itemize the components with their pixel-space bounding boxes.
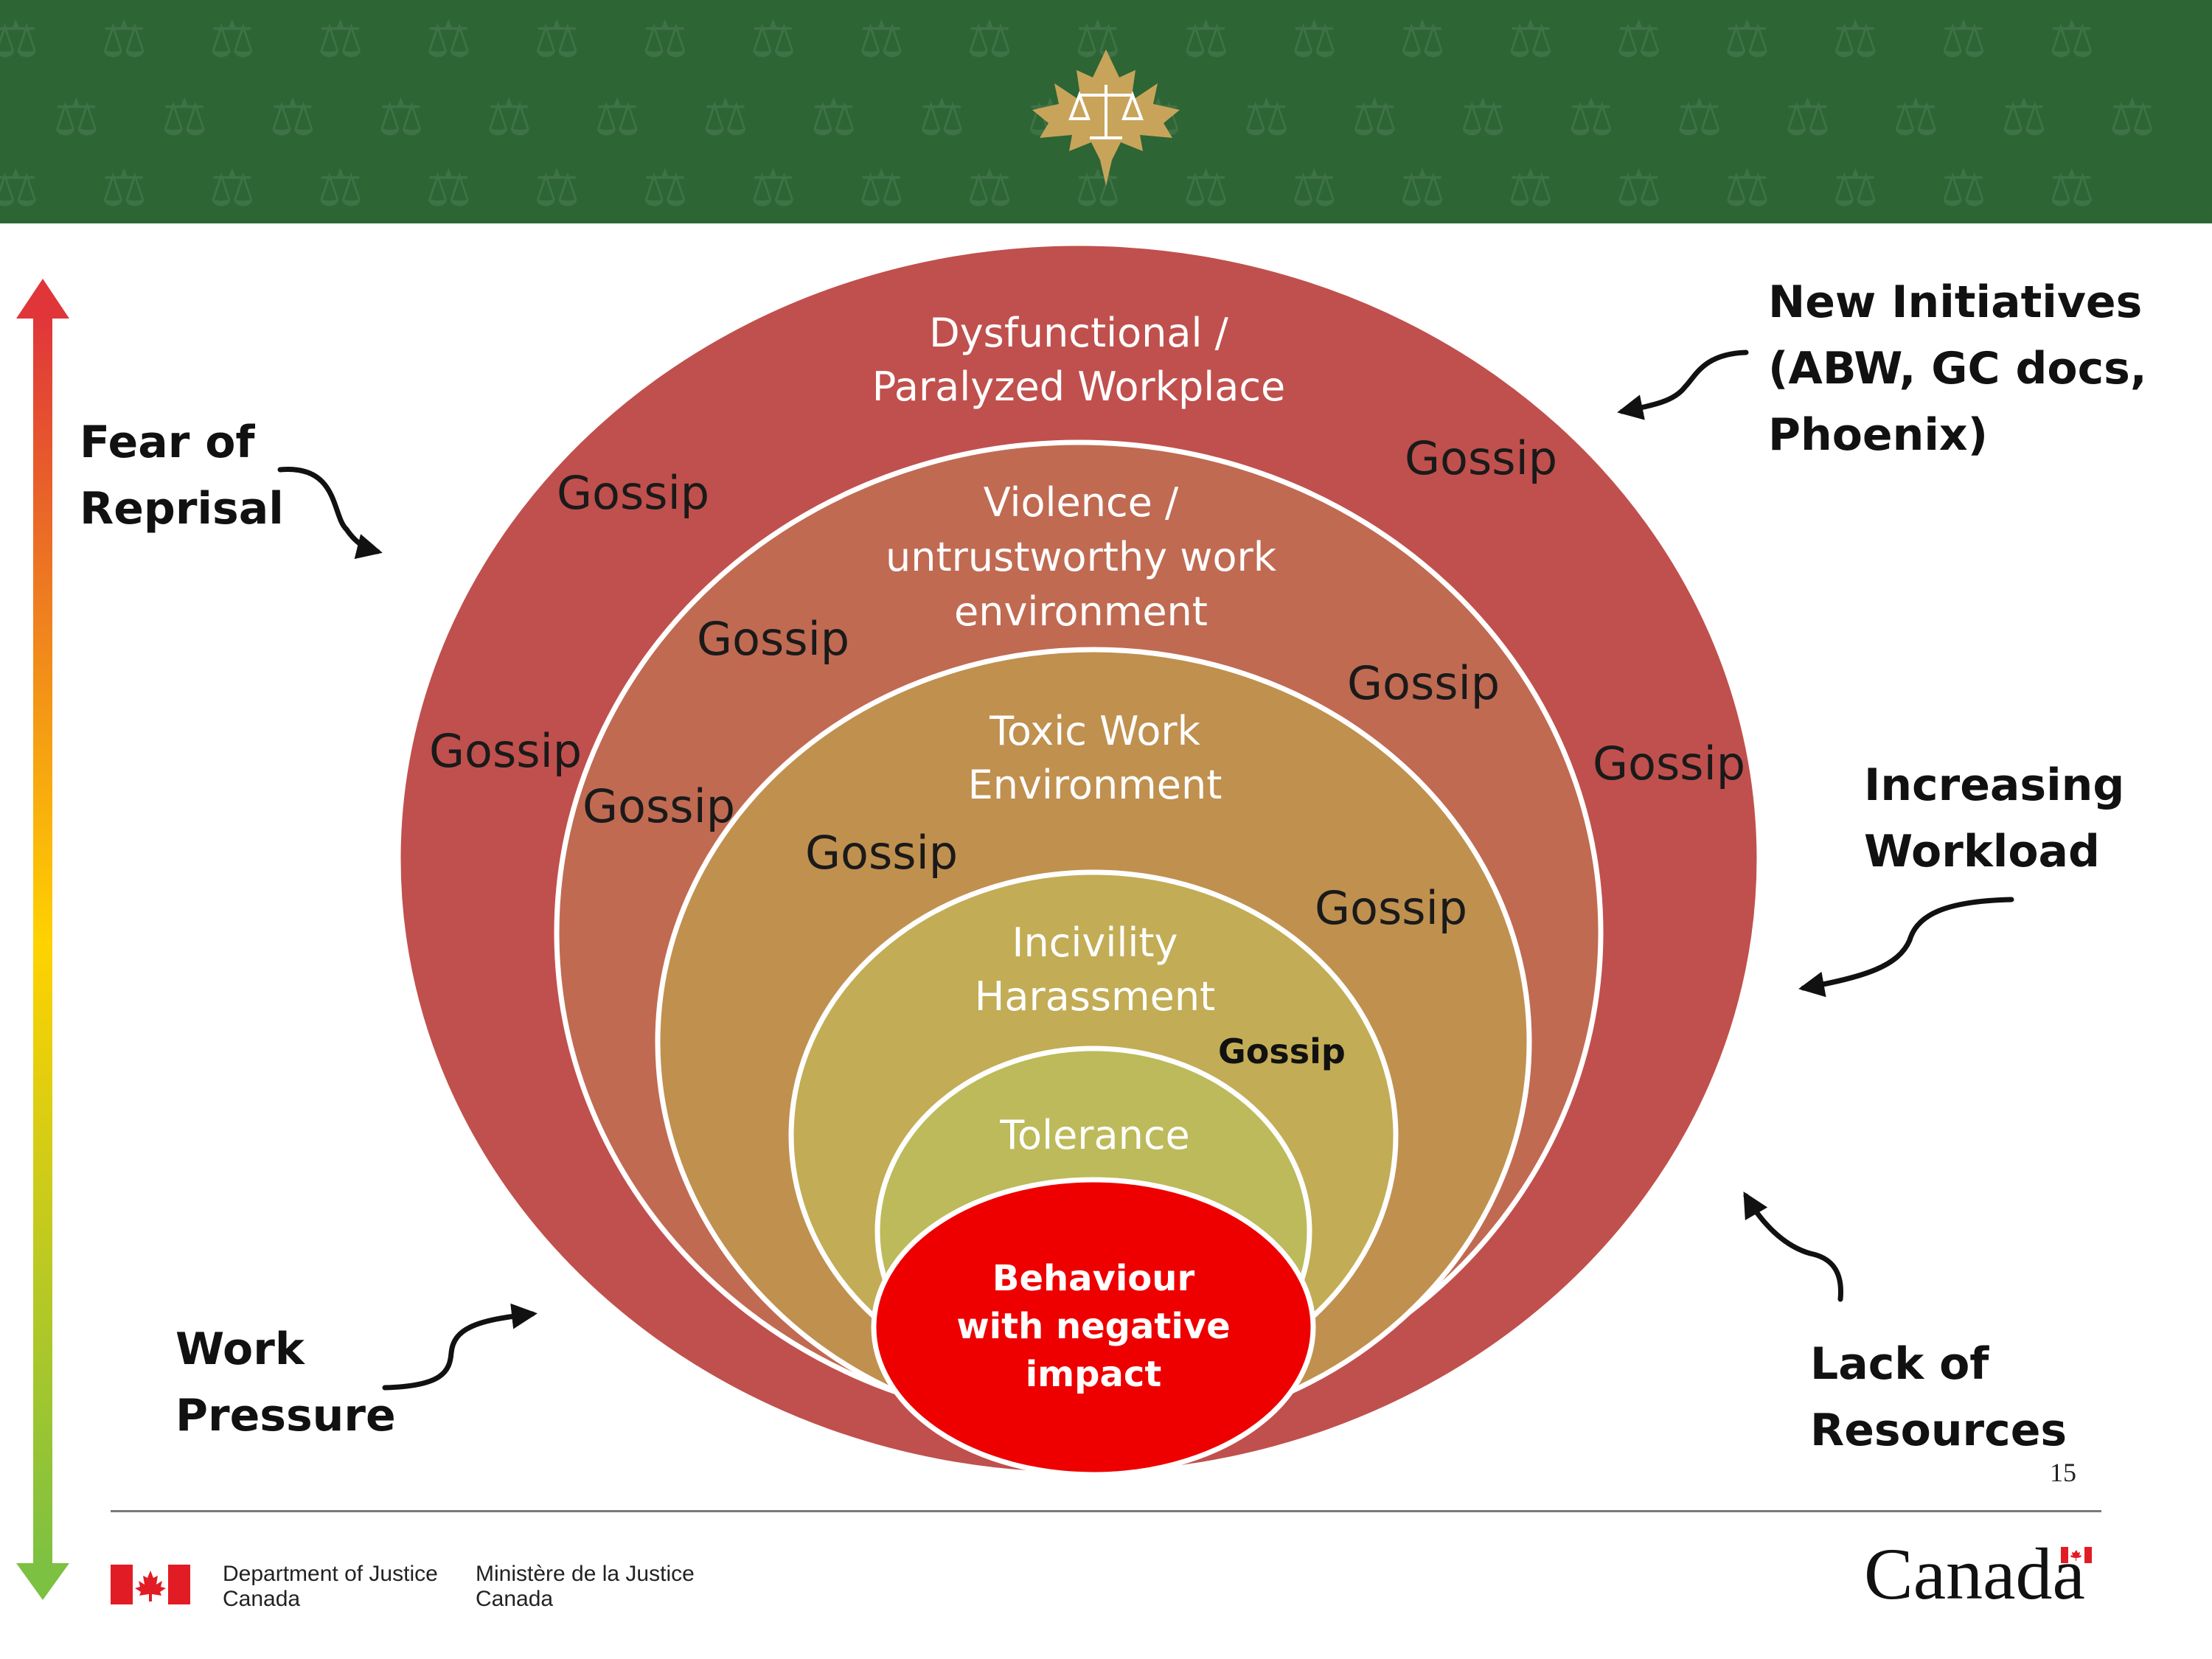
work-pressure-label: Work Pressure bbox=[175, 1316, 396, 1449]
ring-label-toxic-line-2: Environment bbox=[968, 762, 1222, 808]
fear-of-reprisal-line-1: Fear of bbox=[80, 417, 255, 468]
arrow-up-icon bbox=[16, 279, 69, 319]
department-en-line-2: Canada bbox=[223, 1587, 301, 1611]
department-fr-line-1: Ministère de la Justice bbox=[476, 1562, 695, 1586]
ring-label-tolerance: Tolerance bbox=[999, 1112, 1190, 1158]
gossip-label: Gossip bbox=[557, 466, 709, 520]
arrow-down-icon bbox=[16, 1563, 69, 1600]
footer-divider bbox=[111, 1510, 2101, 1512]
gossip-label-small: Gossip bbox=[1218, 1032, 1346, 1071]
gossip-label: Gossip bbox=[1347, 656, 1500, 710]
gossip-label: Gossip bbox=[805, 826, 958, 880]
increasing-workload-line-2: Workload bbox=[1864, 826, 2100, 877]
new-initiatives-line-1: New Initiatives bbox=[1768, 276, 2143, 328]
maple-leaf-scales-emblem-icon bbox=[1032, 49, 1180, 186]
new-initiatives-line-3: Phoenix) bbox=[1768, 409, 1989, 461]
ring-label-toxic-line-1: Toxic Work bbox=[989, 708, 1200, 754]
gossip-label: Gossip bbox=[1593, 737, 1745, 790]
gossip-label: Gossip bbox=[1315, 881, 1467, 935]
fear-of-reprisal-arrow bbox=[277, 467, 383, 560]
scales-pattern-row-1: ⚖⚖⚖⚖⚖⚖⚖⚖⚖⚖⚖⚖⚖⚖⚖⚖⚖⚖⚖⚖ bbox=[0, 9, 2157, 69]
lack-of-resources-label: Lack of Resources bbox=[1810, 1331, 2067, 1464]
pressure-gradient-arrow bbox=[16, 279, 69, 1600]
lack-of-resources-line-2: Resources bbox=[1810, 1405, 2067, 1456]
fear-of-reprisal-line-2: Reprisal bbox=[80, 483, 284, 535]
fear-of-reprisal-label: Fear of Reprisal bbox=[80, 409, 284, 542]
ring-label-violence-line-3: environment bbox=[954, 588, 1208, 635]
canada-wordmark: Canada bbox=[1864, 1533, 2085, 1615]
work-pressure-line-1: Work bbox=[175, 1324, 305, 1375]
increasing-workload-arrow bbox=[1798, 897, 2014, 998]
ring-label-incivility-line-2: Harassment bbox=[975, 973, 1215, 1020]
wordmark-flag-icon bbox=[2061, 1547, 2092, 1563]
department-fr-line-2: Canada bbox=[476, 1587, 554, 1611]
new-initiatives-arrow bbox=[1617, 349, 1749, 420]
increasing-workload-label: Increasing Workload bbox=[1864, 752, 2124, 885]
center-label-line-1: Behaviour bbox=[992, 1258, 1195, 1299]
lack-of-resources-line-1: Lack of bbox=[1810, 1338, 1989, 1390]
gossip-label: Gossip bbox=[429, 724, 582, 778]
work-pressure-line-2: Pressure bbox=[175, 1390, 396, 1441]
page-number: 15 bbox=[2050, 1458, 2076, 1487]
department-name-french: Ministère de la Justice Canada bbox=[476, 1562, 695, 1612]
center-label-line-2: with negative bbox=[956, 1306, 1230, 1347]
department-name-english: Department of Justice Canada bbox=[223, 1562, 438, 1612]
gossip-label: Gossip bbox=[582, 779, 735, 833]
ring-label-violence-line-2: untrustworthy work bbox=[886, 534, 1277, 580]
ring-label-incivility-line-1: Incivility bbox=[1012, 919, 1178, 966]
increasing-workload-line-1: Increasing bbox=[1864, 759, 2125, 811]
work-pressure-arrow bbox=[382, 1303, 538, 1391]
ring-label-dysfunctional-line-2: Paralyzed Workplace bbox=[872, 364, 1286, 410]
ring-label-violence-line-1: Violence / bbox=[984, 479, 1179, 526]
department-en-line-1: Department of Justice bbox=[223, 1562, 438, 1586]
lack-of-resources-arrow bbox=[1743, 1191, 1843, 1302]
scales-pattern-row-3: ⚖⚖⚖⚖⚖⚖⚖⚖⚖⚖⚖⚖⚖⚖⚖⚖⚖⚖⚖⚖ bbox=[0, 158, 2157, 218]
gossip-label: Gossip bbox=[697, 612, 849, 666]
ring-behaviour-negative-impact bbox=[871, 1177, 1316, 1478]
center-label-line-3: impact bbox=[1026, 1354, 1162, 1395]
canada-flag-icon bbox=[111, 1565, 190, 1604]
gossip-label: Gossip bbox=[1405, 431, 1557, 485]
ring-label-dysfunctional-line-1: Dysfunctional / bbox=[929, 310, 1229, 356]
header-banner: ⚖⚖⚖⚖⚖⚖⚖⚖⚖⚖⚖⚖⚖⚖⚖⚖⚖⚖⚖⚖ ⚖⚖⚖⚖⚖⚖⚖⚖⚖⚖⚖⚖⚖⚖⚖⚖⚖⚖⚖… bbox=[0, 0, 2212, 223]
new-initiatives-label: New Initiatives (ABW, GC docs, Phoenix) bbox=[1768, 269, 2147, 468]
new-initiatives-line-2: (ABW, GC docs, bbox=[1768, 343, 2147, 394]
